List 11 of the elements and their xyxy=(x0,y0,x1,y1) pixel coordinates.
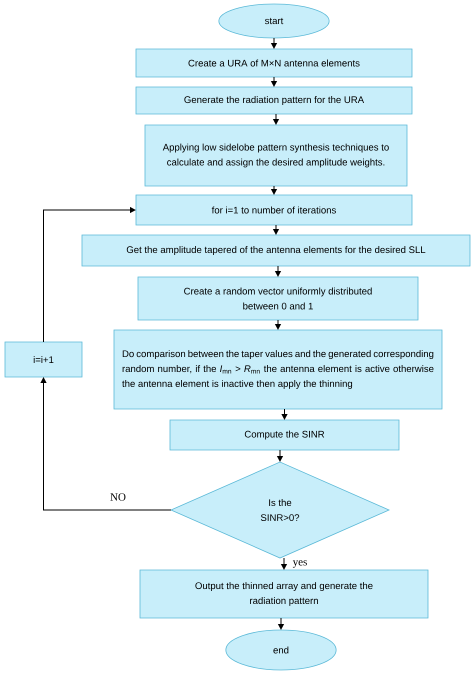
process-box: Compute the SINR xyxy=(170,420,400,450)
process-box: Generate the radiation pattern for the URA xyxy=(136,86,412,114)
process-box: Do comparison between the taper values and the generated corresponding random number, if the I$_{mn}$ > R$_{mn}$ the antenna element is active otherwise the antenna element is inactive then apply the thinning xyxy=(114,330,442,410)
process-box: Create a random vector uniformly distributed between 0 and 1 xyxy=(138,276,418,320)
process-box: i=i+1 xyxy=(4,342,82,378)
process-box: Output the thinned array and generate the radiation pattern xyxy=(140,570,428,618)
edge-label: yes xyxy=(292,559,308,569)
process-box: Get the amplitude tapered of the antenna elements for the desired SLL xyxy=(82,234,470,266)
process-box: Applying low sidelobe pattern synthesis techniques to calculate and assign the desired amplitude weights. xyxy=(144,124,408,186)
process-box: Create a URA of M×N antenna elements xyxy=(136,48,412,78)
process-box: for i=1 to number of iterations xyxy=(136,194,412,226)
